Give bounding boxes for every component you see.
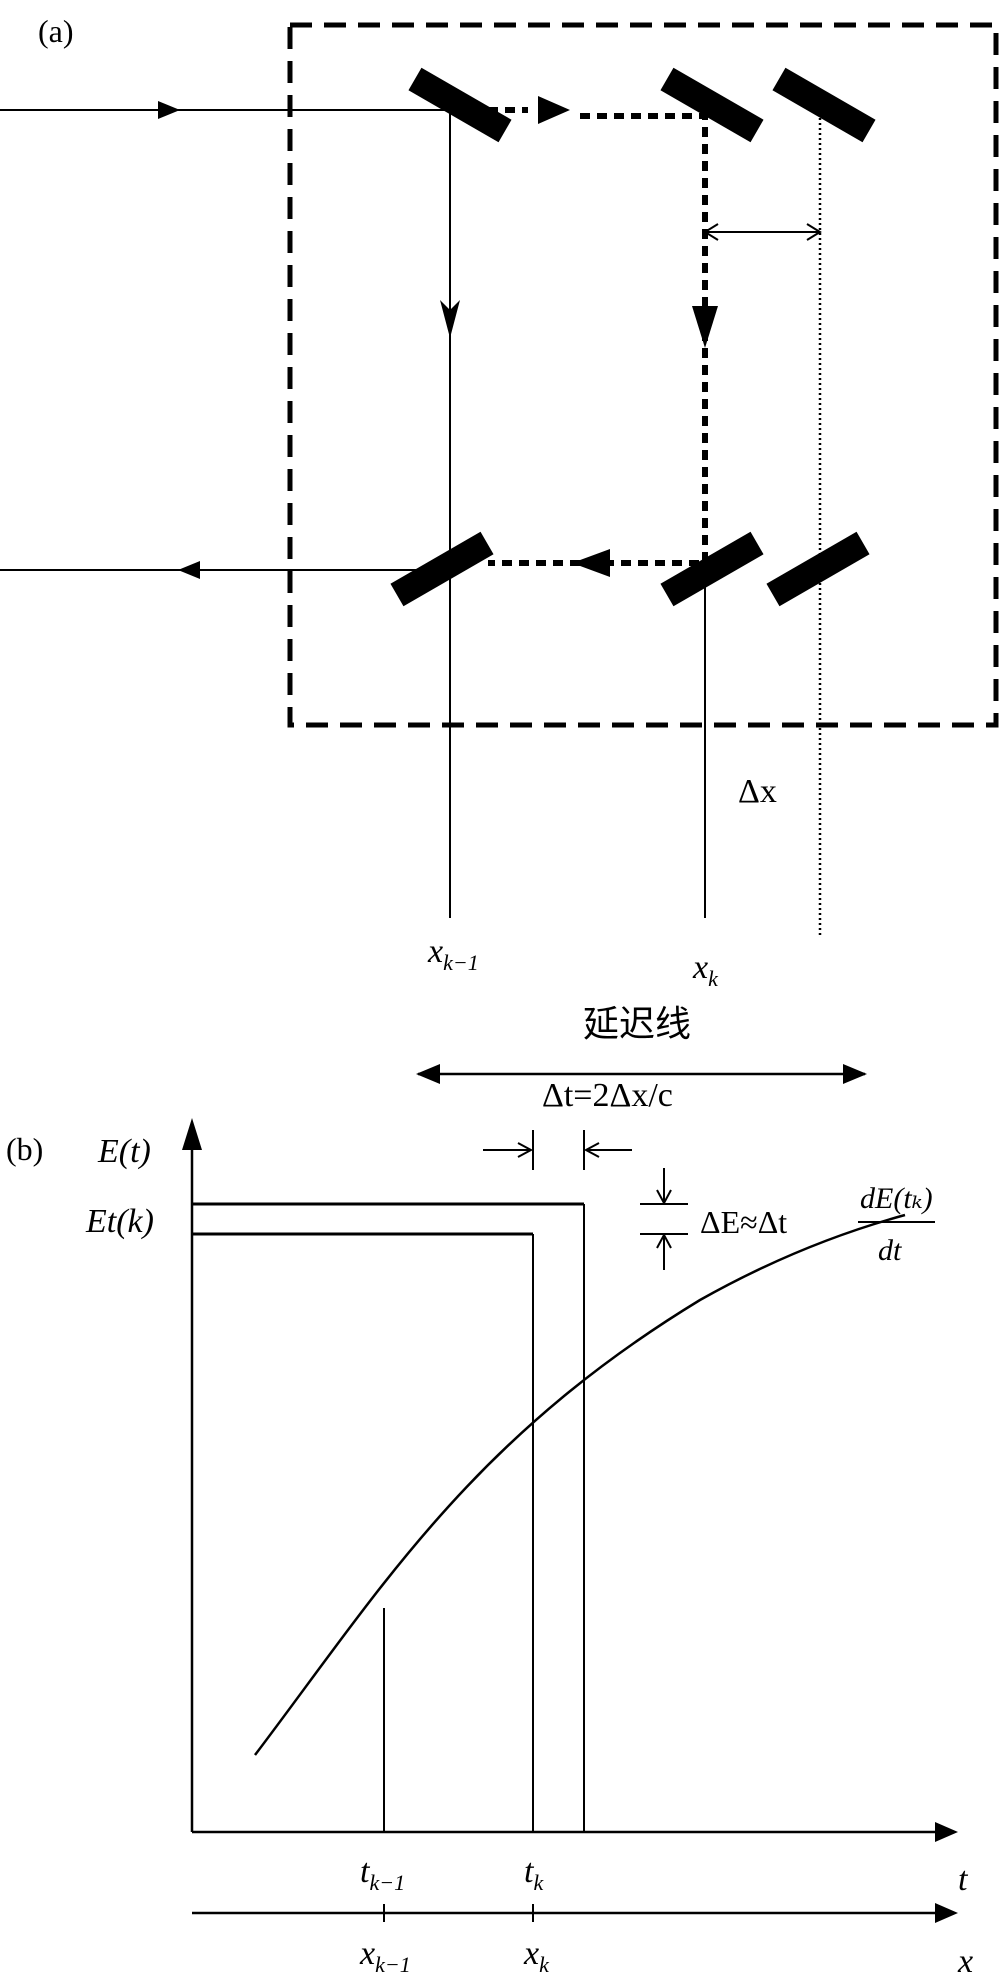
delay-path-arrow-down xyxy=(692,306,718,348)
t-axis-label: t xyxy=(958,1861,969,1898)
mirror-bottom-km1 xyxy=(390,531,494,607)
x-k-axis-label: xk xyxy=(523,1935,550,1977)
panel-b-label: (b) xyxy=(6,1131,43,1167)
mirror-bottom-shifted xyxy=(766,531,870,607)
mirror-bottom-k xyxy=(660,531,764,607)
input-beam-arrow xyxy=(158,101,180,119)
t-km1-label: tk−1 xyxy=(360,1853,405,1895)
down-arrow-km1 xyxy=(440,300,460,338)
delay-path xyxy=(488,113,708,566)
output-beam-arrow xyxy=(178,561,200,579)
e-of-t-curve xyxy=(254,1213,906,1756)
mirror-top-km1 xyxy=(408,67,512,143)
et-k-label: Et(k) xyxy=(85,1203,154,1240)
x-k-label: xk xyxy=(692,949,719,991)
delay-stage-box xyxy=(287,22,999,728)
mirror-top-shifted xyxy=(772,67,876,143)
mirror-top-k xyxy=(660,67,764,143)
y-axis-label: E(t) xyxy=(97,1133,151,1170)
t-k-label: tk xyxy=(524,1853,544,1895)
delay-path-arrow-right xyxy=(538,96,570,124)
x-km1-axis-label: xk−1 xyxy=(359,1935,411,1977)
delta-t-formula: Δt=2Δx/c xyxy=(542,1077,673,1114)
delta-e-denominator: dt xyxy=(878,1234,902,1267)
delay-path-arrow-left xyxy=(572,549,610,577)
panel-a-label: (a) xyxy=(38,13,74,49)
x-axis-label: x xyxy=(957,1943,973,1980)
delta-e-lhs: ΔE≈Δt xyxy=(700,1204,787,1240)
delta-x-label: Δx xyxy=(738,773,777,810)
x-km1-label: xk−1 xyxy=(427,933,479,975)
delta-e-numerator: dE(tₖ) xyxy=(860,1182,933,1215)
delay-line-label: 延迟线 xyxy=(583,1004,691,1044)
